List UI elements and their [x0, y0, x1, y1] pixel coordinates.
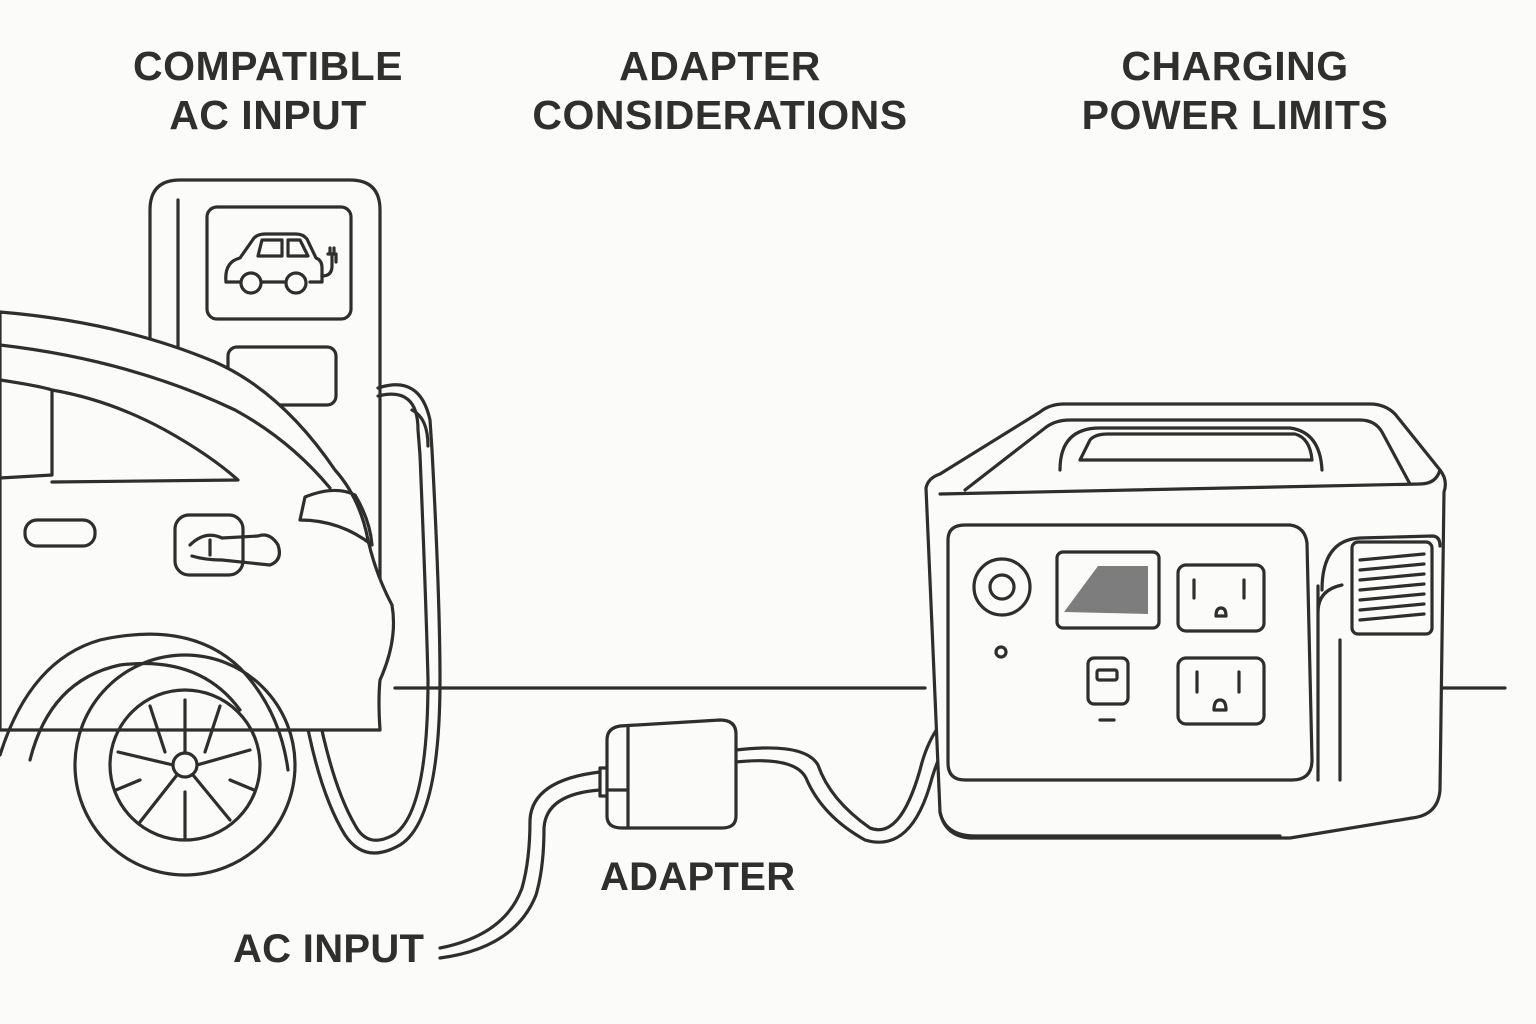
- heading-line: POWER LIMITS: [1081, 92, 1389, 138]
- heading-line: COMPATIBLE: [133, 43, 403, 89]
- portable-power-station: [924, 402, 1447, 840]
- heading-line: AC INPUT: [169, 92, 367, 138]
- heading-adapter-considerations: ADAPTER CONSIDERATIONS: [510, 42, 930, 140]
- heading-line: ADAPTER: [619, 43, 821, 89]
- ev-car-icon: [224, 232, 338, 295]
- adapter-box: [605, 718, 738, 830]
- heading-line: CHARGING: [1121, 43, 1349, 89]
- heading-line: CONSIDERATIONS: [532, 92, 908, 138]
- electric-car: [0, 310, 396, 877]
- heading-charging-power-limits: CHARGING POWER LIMITS: [1060, 42, 1410, 140]
- display-screen: [1064, 566, 1148, 614]
- ac-input-label: AC INPUT: [233, 927, 425, 971]
- adapter-label: ADAPTER: [600, 855, 796, 899]
- heading-compatible-ac-input: COMPATIBLE AC INPUT: [103, 42, 433, 140]
